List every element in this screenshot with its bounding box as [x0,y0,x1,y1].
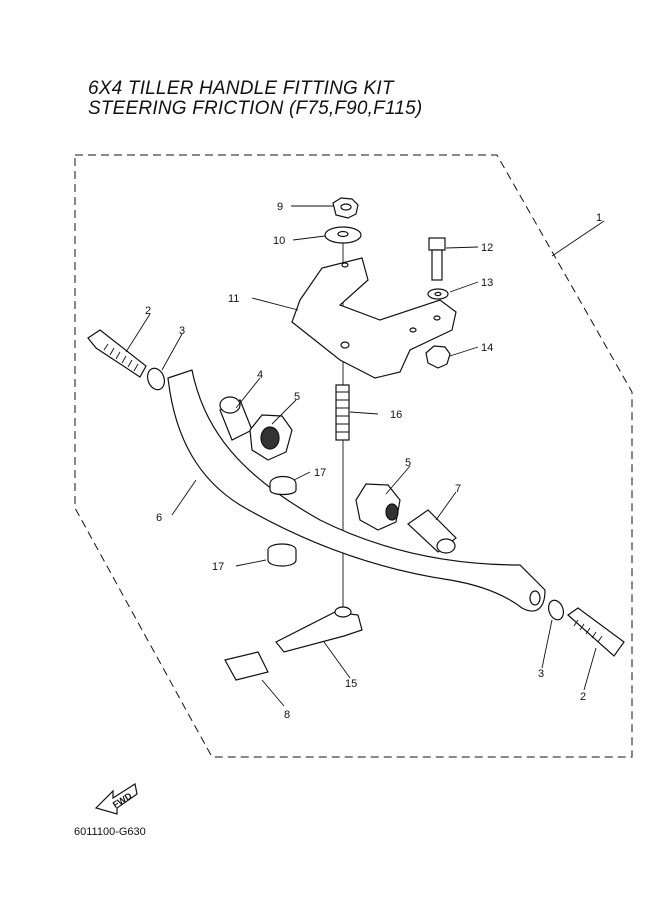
part-13-washer-hole [434,291,442,297]
callout-3-left: 3 [179,325,185,337]
kit-boundary [74,154,633,758]
callout-8: 8 [284,709,290,721]
callout-13: 13 [481,277,493,289]
callout-2-left: 2 [145,305,151,317]
callout-15: 15 [345,678,357,690]
callout-12: 12 [481,242,493,254]
part-5-nut-lower-hole [385,503,399,521]
callout-17-upper: 17 [314,467,326,479]
part-15-lever [275,611,363,653]
part-14-nut [425,345,451,369]
part-2-bolt-left [87,329,147,378]
fwd-arrow-icon [94,783,138,815]
bracket [291,257,457,379]
leader-lines [125,205,605,707]
part-15-lever-hole [334,606,352,618]
part-16-stud-thread [336,391,349,433]
callout-11: 11 [228,293,239,305]
part-16-stud [335,384,350,441]
callout-3-right: 3 [538,668,544,680]
friction-plate [167,369,546,612]
callout-10: 10 [273,235,285,247]
callout-14: 14 [481,342,493,354]
part-2-bolt-right-thread [573,619,603,643]
callout-5-upper: 5 [294,391,300,403]
callout-6: 6 [156,512,162,524]
callout-5-lower: 5 [405,457,411,469]
part-7-spacer-end [436,538,456,554]
part-2-bolt-left-thread [103,343,139,372]
bracket-hole-top [341,262,349,268]
part-12-bolt-head [428,237,446,251]
bracket-hole-lower [409,327,417,333]
callout-2-right: 2 [580,691,586,703]
callout-1: 1 [596,212,602,224]
bracket-hole-center [340,341,350,349]
drawing-code: 6011100-G630 [74,826,146,838]
part-10-washer-hole [337,230,349,238]
callout-16: 16 [390,409,402,421]
callout-7: 7 [455,483,461,495]
part-4-spacer-end [219,396,241,414]
part-9-nut-hole [340,203,352,211]
part-3-washer-left [146,367,166,391]
part-17-cap-lower [267,543,297,567]
callout-17-lower: 17 [212,561,224,573]
friction-plate-hole [529,590,541,606]
diagram-title-line-2: STEERING FRICTION (F75,F90,F115) [88,98,423,119]
bracket-hole-side [433,315,441,321]
diagram-title-line-1: 6X4 TILLER HANDLE FITTING KIT [88,78,394,99]
callout-9: 9 [277,201,283,213]
part-5-nut-upper-hole [260,426,280,450]
part-8-block [224,651,269,681]
part-12-bolt-shank [431,249,443,281]
part-17-cap-upper [269,475,297,496]
callout-4: 4 [257,369,263,381]
part-3-washer-right [547,599,565,621]
